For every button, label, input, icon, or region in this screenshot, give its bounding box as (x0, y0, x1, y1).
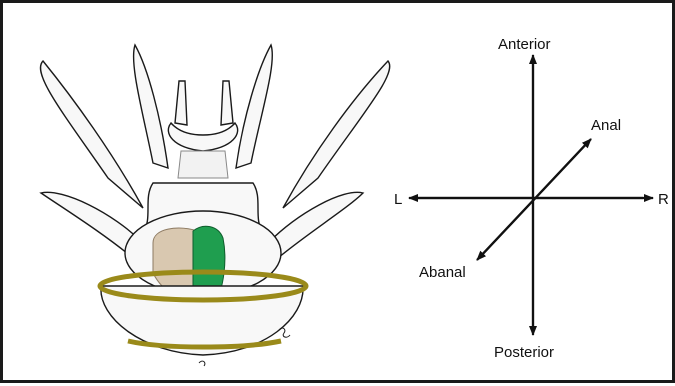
anal-label: Anal (591, 118, 621, 133)
right-label: R (658, 192, 669, 207)
anterior-label: Anterior (498, 37, 551, 52)
orientation-compass (3, 3, 675, 386)
abanal-label: Abanal (419, 265, 466, 280)
posterior-label: Posterior (494, 345, 554, 360)
left-label: L (394, 192, 402, 207)
